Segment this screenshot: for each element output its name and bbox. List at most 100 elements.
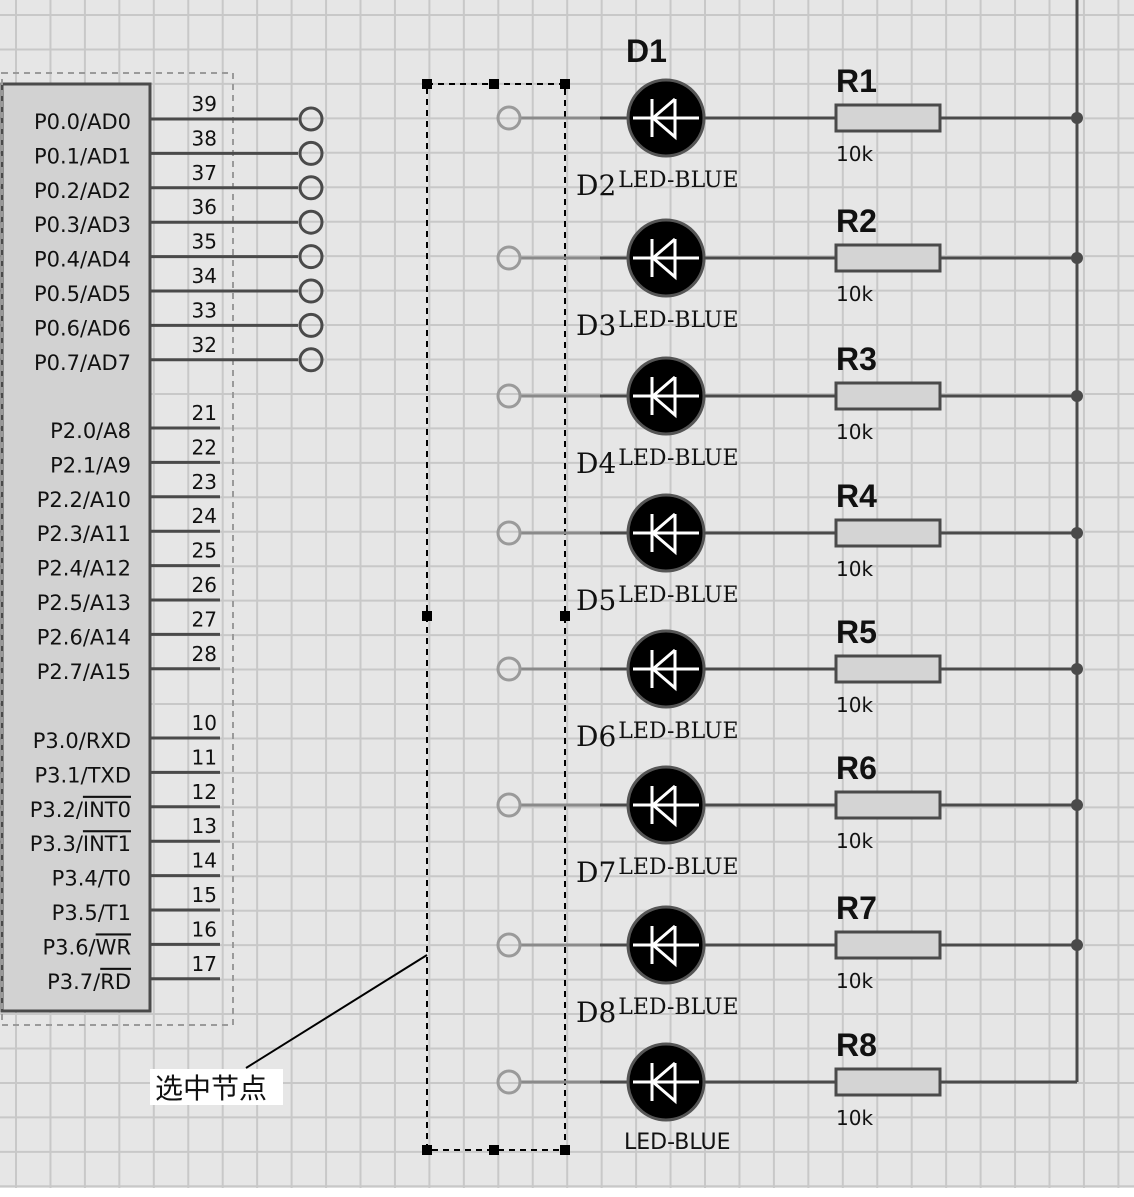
pin-label-active-low: RD <box>100 970 131 994</box>
pin-number: 38 <box>192 126 217 150</box>
led-component[interactable] <box>626 218 706 298</box>
pin-terminal[interactable] <box>298 140 324 166</box>
selection-handle[interactable] <box>560 611 570 621</box>
selected-terminal[interactable] <box>496 932 522 958</box>
pin-number: 28 <box>192 642 217 666</box>
selected-terminal[interactable] <box>496 792 522 818</box>
pin-label: P2.4/A12 <box>37 557 131 581</box>
pin-terminal[interactable] <box>298 175 324 201</box>
resistor-body[interactable] <box>834 930 942 960</box>
selection-handle[interactable] <box>489 1145 499 1155</box>
led-caption-ref: D4 <box>576 447 616 480</box>
callout-leader-line <box>245 954 428 1069</box>
selected-terminal[interactable] <box>496 105 522 131</box>
selected-terminal[interactable] <box>496 383 522 409</box>
selected-terminal[interactable] <box>496 520 522 546</box>
diode-anode-triangle <box>650 237 677 281</box>
led-caption: D2LED-BLUE <box>576 168 739 202</box>
selection-handle[interactable] <box>422 79 432 89</box>
selection-handle[interactable] <box>560 79 570 89</box>
chip-body[interactable] <box>0 82 152 1013</box>
resistor-body[interactable] <box>834 1067 942 1097</box>
pin-number: 10 <box>192 711 217 735</box>
led-component[interactable] <box>626 629 706 709</box>
selected-terminal[interactable] <box>496 1069 522 1095</box>
pin-label: P0.3/AD3 <box>34 213 131 237</box>
led-caption-ref: D8 <box>576 996 616 1029</box>
led-component[interactable] <box>626 493 706 573</box>
pin-terminal[interactable] <box>298 312 324 338</box>
pin-terminal[interactable] <box>298 347 324 373</box>
resistor-body[interactable] <box>834 518 942 548</box>
pin-label-prefix: P3.3/ <box>30 832 84 856</box>
pin-terminal[interactable] <box>298 106 324 132</box>
resistor-body[interactable] <box>834 790 942 820</box>
led-component[interactable] <box>626 765 706 845</box>
led-component[interactable] <box>626 78 706 158</box>
resistor-ref: R2 <box>836 203 877 239</box>
pin-terminal[interactable] <box>298 244 324 270</box>
pin-label: P2.3/A11 <box>37 522 131 546</box>
selection-handle[interactable] <box>489 79 499 89</box>
resistor-body[interactable] <box>834 654 942 684</box>
node-selection-box[interactable] <box>422 79 570 1155</box>
led-component[interactable] <box>626 1042 706 1122</box>
selection-handle[interactable] <box>422 611 432 621</box>
resistor-body[interactable] <box>834 103 942 133</box>
selection-handles[interactable] <box>422 79 570 1155</box>
mcu-chip[interactable]: P0.0/AD039P0.1/AD138P0.2/AD237P0.3/AD336… <box>0 72 324 1026</box>
resistor-body[interactable] <box>834 243 942 273</box>
selected-terminal[interactable] <box>496 245 522 271</box>
pin-label: P0.2/AD2 <box>34 179 131 203</box>
selected-terminal[interactable] <box>496 656 522 682</box>
selection-handle[interactable] <box>560 1145 570 1155</box>
selection-handle[interactable] <box>422 1145 432 1155</box>
pin-terminal[interactable] <box>298 278 324 304</box>
led-component[interactable] <box>626 356 706 436</box>
led-component[interactable] <box>626 905 706 985</box>
resistor-body[interactable] <box>834 381 942 411</box>
pin-terminal[interactable] <box>298 209 324 235</box>
